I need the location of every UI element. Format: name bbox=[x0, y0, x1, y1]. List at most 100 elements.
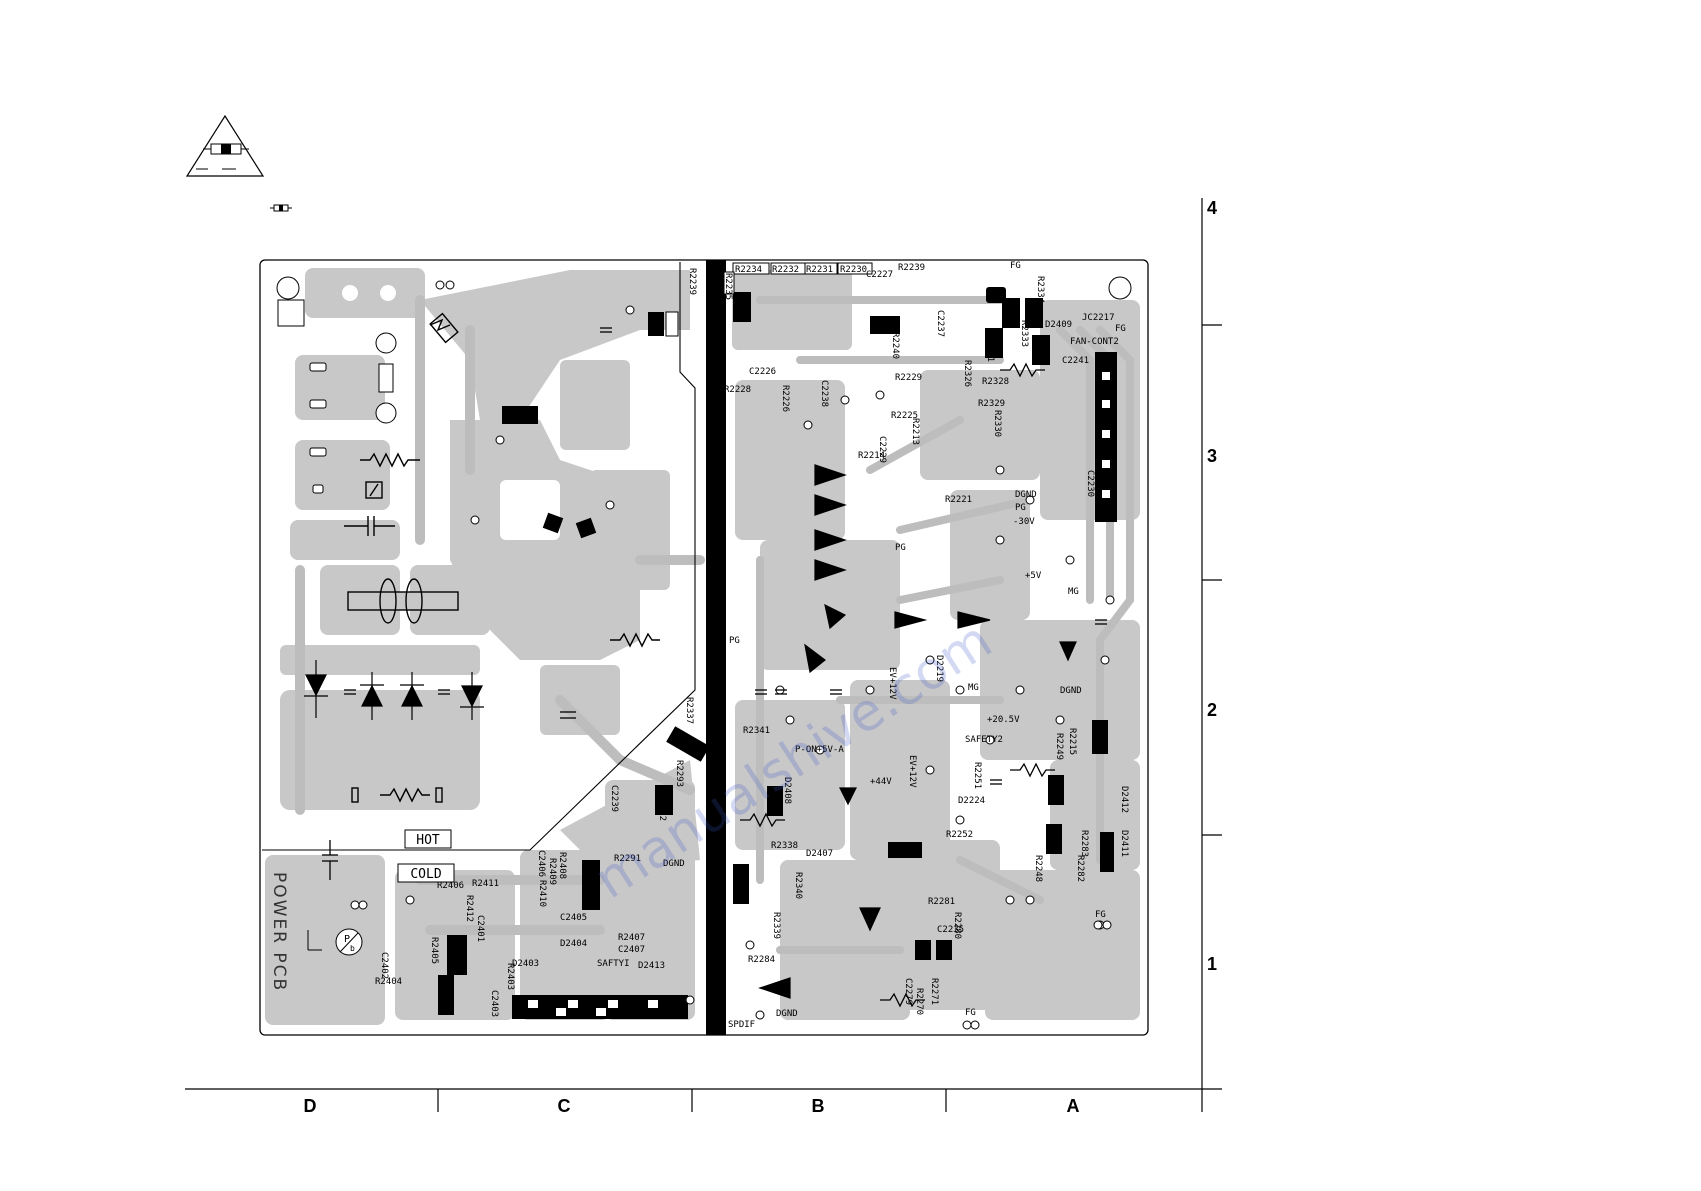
ref-r2271: R2271 bbox=[929, 978, 939, 1005]
ref-r2291: R2291 bbox=[614, 854, 641, 864]
grid-frame bbox=[185, 198, 1222, 1112]
grid-col-d: D bbox=[304, 1096, 317, 1116]
grid-row-2: 2 bbox=[1207, 700, 1217, 720]
ref-r2240: R2240 bbox=[890, 332, 900, 359]
ref-c2403: C2403 bbox=[489, 990, 499, 1017]
ref-r2406: R2406 bbox=[437, 881, 464, 891]
grid-row-1: 1 bbox=[1207, 954, 1217, 974]
ref-r2292: R2292 bbox=[657, 794, 667, 821]
capacitor-symbols bbox=[322, 327, 1107, 880]
net-ev12v-1: EV+12V bbox=[887, 667, 897, 700]
header-ref-boxes bbox=[723, 262, 873, 295]
ref-r2226: R2226 bbox=[780, 385, 790, 412]
ref-d2408: D2408 bbox=[782, 777, 792, 804]
net-dgnd-4: DGND bbox=[776, 1009, 798, 1019]
ref-r2412: R2412 bbox=[464, 895, 474, 922]
ref-r2239: R2239 bbox=[687, 268, 697, 295]
lead-free-icon: P b bbox=[307, 928, 363, 956]
ref-r2331: R2331 bbox=[985, 335, 995, 362]
ref-r2239-top: R2239 bbox=[898, 263, 925, 273]
ref-r2215: R2215 bbox=[1067, 728, 1077, 755]
net-fg-4: FG bbox=[965, 1008, 976, 1018]
grid-row-3: 3 bbox=[1207, 446, 1217, 466]
net-pg-3: PG bbox=[729, 636, 740, 646]
ref-r2280: R2280 bbox=[952, 912, 962, 939]
net-saftyi: SAFTYI bbox=[597, 959, 630, 969]
net-dgnd-3: DGND bbox=[663, 859, 685, 869]
ref-r2410: R2410 bbox=[537, 880, 547, 907]
net-fg-3: FG bbox=[1095, 910, 1106, 920]
ref-c2229: C2229 bbox=[877, 436, 887, 463]
ref-c2226: C2226 bbox=[749, 367, 776, 377]
net-pg-2: PG bbox=[895, 543, 906, 553]
ref-d2411: D2411 bbox=[1119, 830, 1129, 857]
via-pads bbox=[350, 280, 1115, 1030]
ref-r2248: R2248 bbox=[1033, 855, 1043, 882]
ref-r2213: R2213 bbox=[910, 418, 920, 445]
ref-d2403: D2403 bbox=[512, 959, 539, 969]
ref-c2241: C2241 bbox=[1062, 356, 1089, 366]
ref-r2252: R2252 bbox=[946, 830, 973, 840]
ref-c2405: C2405 bbox=[560, 913, 587, 923]
ref-r2333: R2333 bbox=[1019, 320, 1029, 347]
grid-col-a: A bbox=[1067, 1096, 1080, 1116]
ref-r2281: R2281 bbox=[928, 897, 955, 907]
ref-d2219: D2219 bbox=[934, 655, 944, 682]
hot-zone-label: HOT bbox=[404, 829, 452, 849]
ref-c2239: C2239 bbox=[609, 785, 619, 812]
ref-c2227: C2227 bbox=[866, 270, 893, 280]
ac-inlet-pads bbox=[309, 362, 327, 494]
ref-r2405: R2405 bbox=[429, 937, 439, 964]
svg-text:P: P bbox=[344, 934, 350, 945]
ref-r2403: R2403 bbox=[505, 963, 515, 990]
ref-c2237: C2237 bbox=[935, 310, 945, 337]
ref-c2406: C2406 bbox=[536, 850, 546, 877]
ref-r2404: R2404 bbox=[375, 977, 402, 987]
ref-r2338: R2338 bbox=[771, 841, 798, 851]
ref-r2249: R2249 bbox=[1054, 733, 1064, 760]
ref-d2409: D2409 bbox=[1045, 320, 1072, 330]
ref-d2412: D2412 bbox=[1119, 786, 1129, 813]
ref-r2214: R2214 bbox=[858, 451, 885, 461]
ref-r2409: R2409 bbox=[547, 858, 557, 885]
net-spdif: SPDIF bbox=[728, 1020, 755, 1030]
net-dgnd-1: DGND bbox=[1015, 490, 1037, 500]
ref-r2221: R2221 bbox=[945, 495, 972, 505]
rectifier-diodes bbox=[304, 660, 484, 720]
net-plus20-5v: +20.5V bbox=[987, 715, 1020, 725]
ref-r2337: R2337 bbox=[684, 697, 694, 724]
ref-r2407: R2407 bbox=[618, 933, 645, 943]
net-fg-2: FG bbox=[1115, 324, 1126, 334]
isolation-boundary bbox=[262, 262, 696, 851]
line-filter-symbols bbox=[344, 312, 660, 803]
ref-d2407: D2407 bbox=[806, 849, 833, 859]
ref-d2413: D2413 bbox=[638, 961, 665, 971]
ref-c2279: C2279 bbox=[903, 978, 913, 1005]
ref-r2251: R2251 bbox=[972, 762, 982, 789]
cold-zone-label: COLD bbox=[397, 863, 455, 883]
ref-d2404: D2404 bbox=[560, 939, 587, 949]
ref-c2407: C2407 bbox=[618, 945, 645, 955]
fuse-warning-icon bbox=[185, 114, 265, 177]
secondary-resistor-symbols bbox=[740, 362, 1055, 1008]
ref-r2235: R2235 bbox=[723, 273, 733, 300]
net-dgnd-2: DGND bbox=[1060, 686, 1082, 696]
ref-r2232: R2232 bbox=[772, 265, 799, 275]
ref-r2228: R2228 bbox=[724, 385, 751, 395]
ref-r2411: R2411 bbox=[472, 879, 499, 889]
ref-r2234: R2234 bbox=[735, 265, 762, 275]
ref-r2270: R2270 bbox=[914, 988, 924, 1015]
ref-r2408: R2408 bbox=[557, 852, 567, 879]
ref-d2224: D2224 bbox=[958, 796, 985, 806]
isolation-slot bbox=[706, 260, 726, 1035]
grid-col-b: B bbox=[812, 1096, 825, 1116]
net-mg-2: MG bbox=[968, 683, 979, 693]
ref-r2282: R2282 bbox=[1075, 855, 1085, 882]
ref-c2238: C2238 bbox=[819, 380, 829, 407]
ref-r2229: R2229 bbox=[895, 373, 922, 383]
ref-c2230: C2230 bbox=[1085, 470, 1095, 497]
secondary-diodes bbox=[758, 464, 1077, 999]
small-fuse-icon bbox=[270, 204, 292, 212]
